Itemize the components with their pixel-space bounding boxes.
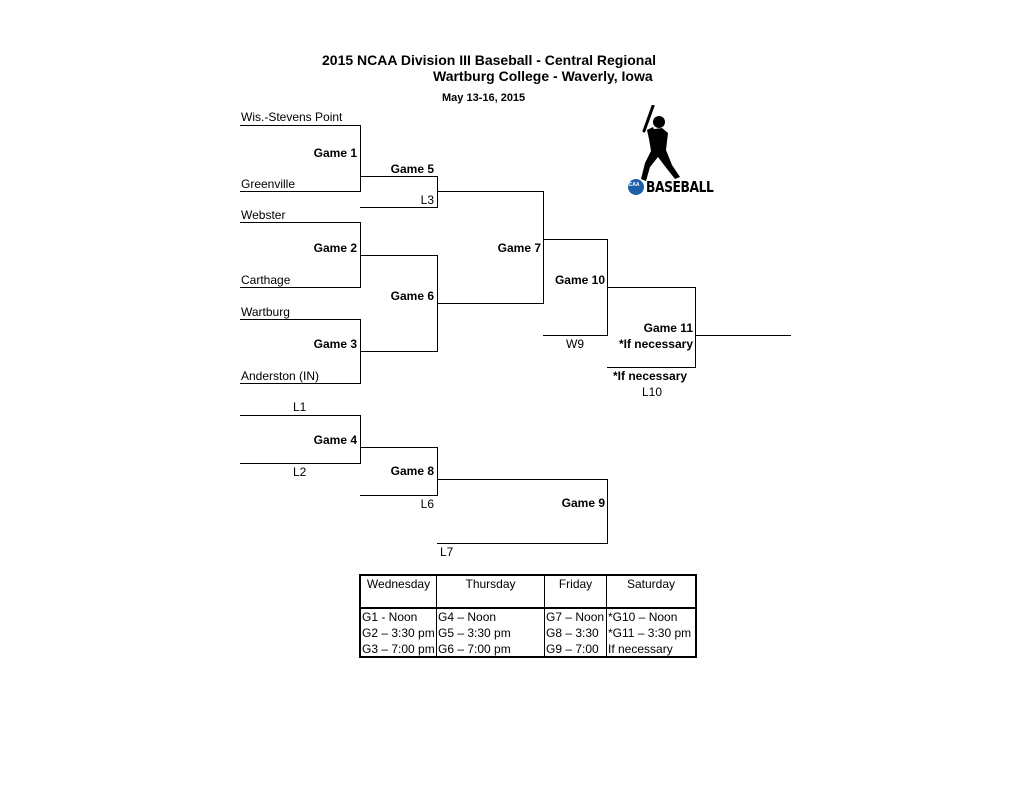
bracket-line — [607, 287, 696, 288]
bracket-line — [240, 319, 360, 320]
bracket-line — [240, 287, 360, 288]
bracket-line — [360, 447, 438, 448]
table-border — [695, 574, 697, 658]
ncaa-badge-text: NCAA — [625, 182, 640, 188]
game-3-label: Game 3 — [313, 337, 357, 351]
table-cell: G1 - Noon — [362, 610, 418, 624]
team-anderston: Anderston (IN) — [241, 369, 320, 383]
bracket-line — [360, 125, 361, 192]
game-10-label: Game 10 — [554, 273, 605, 287]
bracket-line — [543, 191, 544, 304]
game-5-label: Game 5 — [390, 162, 434, 176]
team-wis-stevens-point: Wis.-Stevens Point — [241, 110, 343, 124]
bracket-line — [607, 479, 608, 544]
ncaa-baseball-logo: NCAA BASEBALL — [622, 104, 714, 200]
loser-game-2-slot: L2 — [293, 465, 307, 479]
team-carthage: Carthage — [241, 273, 291, 287]
bracket-line — [240, 415, 360, 416]
bracket-line — [360, 255, 438, 256]
table-border — [436, 574, 437, 658]
column-header-friday: Friday — [558, 577, 593, 591]
table-cell: If necessary — [608, 642, 673, 656]
game-1-label: Game 1 — [313, 146, 357, 160]
bracket-line — [360, 176, 438, 177]
batter-icon — [628, 104, 680, 195]
game-6-label: Game 6 — [390, 289, 434, 303]
bracket-line — [437, 176, 438, 208]
table-border — [359, 574, 697, 576]
if-necessary-note: *If necessary — [618, 337, 693, 351]
table-border — [359, 607, 697, 609]
loser-game-1-slot: L1 — [293, 400, 307, 414]
table-cell: G4 – Noon — [438, 610, 497, 624]
table-cell: *G10 – Noon — [608, 610, 678, 624]
bracket-line — [240, 463, 360, 464]
game-4-label: Game 4 — [313, 433, 357, 447]
table-cell: *G11 – 3:30 pm — [608, 626, 692, 640]
loser-game-6-slot: L6 — [420, 497, 434, 511]
column-header-wednesday: Wednesday — [366, 577, 431, 591]
game-9-label: Game 9 — [561, 496, 605, 510]
winner-game-9-slot: W9 — [566, 337, 584, 351]
bracket-line — [437, 543, 608, 544]
game-2-label: Game 2 — [313, 241, 357, 255]
logo-text: BASEBALL — [646, 178, 714, 196]
bracket-line — [543, 335, 608, 336]
table-cell: G8 – 3:30 — [546, 626, 599, 640]
bracket-line — [695, 287, 696, 368]
table-border — [606, 574, 607, 658]
bracket-line — [437, 479, 608, 480]
loser-game-7-slot: L7 — [440, 545, 454, 559]
table-border — [544, 574, 545, 658]
bracket-line — [240, 191, 360, 192]
bracket-line — [360, 351, 438, 352]
bracket-line — [437, 447, 438, 496]
page-subtitle: Wartburg College - Waverly, Iowa — [433, 68, 653, 84]
table-cell: G7 – Noon — [546, 610, 605, 624]
bracket-line — [240, 125, 360, 126]
game-8-label: Game 8 — [390, 464, 434, 478]
bracket-line — [360, 207, 438, 208]
column-header-saturday: Saturday — [626, 577, 676, 591]
table-border — [359, 574, 361, 658]
team-webster: Webster — [241, 208, 286, 222]
table-cell: G2 – 3:30 pm — [362, 626, 435, 640]
bracket-line — [360, 495, 438, 496]
loser-game-3-slot: L3 — [420, 193, 434, 207]
team-wartburg: Wartburg — [241, 305, 290, 319]
table-border — [359, 656, 697, 658]
bracket-line — [240, 383, 360, 384]
event-dates: May 13-16, 2015 — [442, 92, 526, 104]
table-cell: G6 – 7:00 pm — [438, 642, 511, 656]
team-greenville: Greenville — [241, 177, 296, 191]
bracket-line — [543, 239, 608, 240]
table-cell: G9 – 7:00 — [546, 642, 599, 656]
bracket-line — [437, 191, 544, 192]
schedule-table: Wednesday Thursday Friday Saturday G1 - … — [359, 574, 697, 658]
bracket-line — [360, 415, 361, 464]
table-cell: G3 – 7:00 pm — [362, 642, 435, 656]
bracket-line — [240, 222, 360, 223]
bracket-line — [695, 335, 791, 336]
if-necessary-note: *If necessary — [613, 369, 688, 383]
page-title: 2015 NCAA Division III Baseball - Centra… — [322, 52, 657, 68]
column-header-thursday: Thursday — [465, 577, 516, 591]
game-7-label: Game 7 — [497, 241, 541, 255]
table-cell: G5 – 3:30 pm — [438, 626, 511, 640]
loser-game-10-slot: L10 — [642, 385, 663, 399]
bracket-line — [607, 367, 696, 368]
game-11-label: Game 11 — [643, 321, 693, 335]
bracket-line — [437, 303, 544, 304]
